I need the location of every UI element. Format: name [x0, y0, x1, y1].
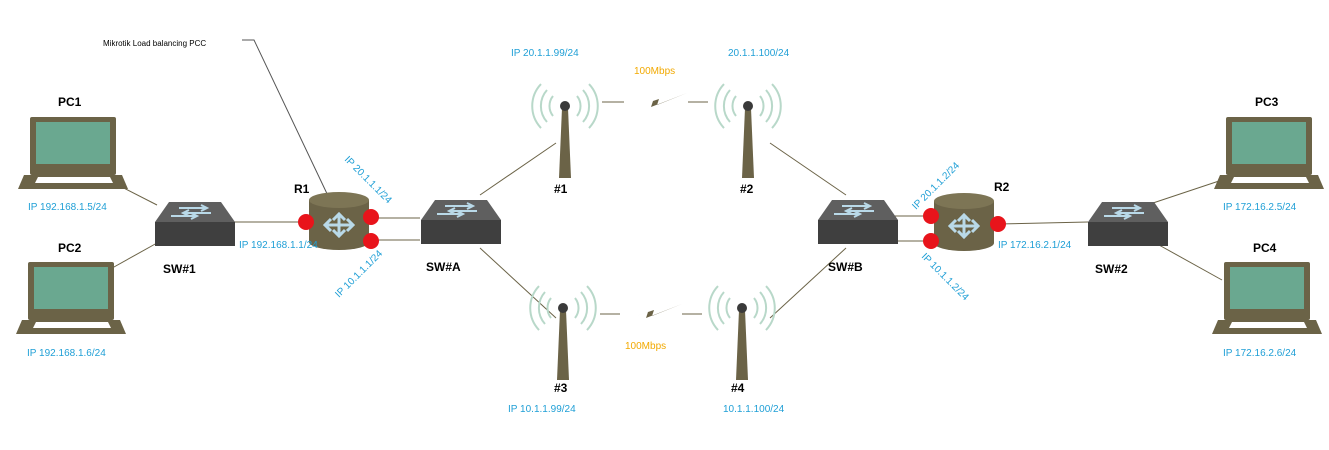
- link-sw2-pc4: [1149, 239, 1223, 281]
- link-swa-t3: [479, 247, 557, 319]
- switch-swa[interactable]: SW#A: [420, 199, 502, 274]
- r2-port-lan: [990, 216, 1006, 232]
- laptop-icon: [1212, 262, 1322, 334]
- link-sw2-pc3: [1149, 177, 1229, 205]
- laptop-icon: [18, 117, 128, 189]
- r2-label: R2: [994, 180, 1010, 194]
- switch-icon: [420, 199, 502, 245]
- tower2-ip: 20.1.1.100/24: [728, 48, 790, 59]
- lightning-bolt-icon: [623, 93, 687, 111]
- swa-label: SW#A: [426, 260, 461, 274]
- sw2-label: SW#2: [1095, 262, 1128, 276]
- annotation-leader-line: [242, 39, 331, 201]
- tower2-label: #2: [740, 182, 754, 196]
- switch-icon: [817, 199, 899, 245]
- annotation: Mikrotik Load balancing PCC: [103, 39, 331, 201]
- switch-swb[interactable]: SW#B: [817, 199, 899, 274]
- router-r1[interactable]: R1 IP 192.168.1.1/24 IP 20.1.1.1/24 IP 1…: [239, 154, 394, 300]
- pc1-label: PC1: [58, 95, 82, 109]
- antenna-tower-icon: [529, 285, 597, 381]
- pc1-ip: IP 192.168.1.5/24: [28, 202, 107, 213]
- tower-3[interactable]: #3 IP 10.1.1.99/24: [508, 285, 597, 415]
- wireless-link-bottom: 100Mbps: [618, 304, 682, 352]
- r1-port-wan1: [363, 209, 379, 225]
- pc4-ip: IP 172.16.2.6/24: [1223, 348, 1297, 359]
- r2-ip-lan: IP 172.16.2.1/24: [998, 240, 1072, 251]
- wireless-top-bandwidth: 100Mbps: [634, 66, 675, 77]
- router-icon: [307, 190, 371, 252]
- switch-sw1[interactable]: SW#1: [154, 201, 236, 276]
- r1-port-lan: [298, 214, 314, 230]
- r1-ip-lan: IP 192.168.1.1/24: [239, 240, 318, 251]
- r1-ip-wan2: IP 10.1.1.1/24: [333, 248, 385, 300]
- link-swa-t1: [479, 142, 557, 196]
- antenna-tower-icon: [531, 83, 599, 179]
- r2-ip-wan2: IP 10.1.1.2/24: [919, 251, 971, 303]
- tower-1[interactable]: #1 IP 20.1.1.99/24: [511, 48, 599, 196]
- pc2-ip: IP 192.168.1.6/24: [27, 348, 106, 359]
- tower1-ip: IP 20.1.1.99/24: [511, 48, 579, 59]
- antenna-tower-icon: [708, 285, 776, 381]
- link-r2-sw2: [997, 221, 1089, 225]
- laptop-icon: [1214, 117, 1324, 189]
- pc3-ip: IP 172.16.2.5/24: [1223, 202, 1297, 213]
- router-icon: [932, 191, 996, 253]
- tower4-ip: 10.1.1.100/24: [723, 404, 785, 415]
- tower-2[interactable]: #2 20.1.1.100/24: [714, 48, 790, 196]
- sw1-label: SW#1: [163, 262, 196, 276]
- r2-port-wan2: [923, 233, 939, 249]
- pc3-label: PC3: [1255, 95, 1279, 109]
- laptop-icon: [16, 262, 126, 334]
- swb-label: SW#B: [828, 260, 863, 274]
- tower-4[interactable]: #4 10.1.1.100/24: [708, 285, 785, 415]
- links: [104, 101, 1229, 319]
- annotation-text: Mikrotik Load balancing PCC: [103, 39, 206, 48]
- pc1[interactable]: PC1 IP 192.168.1.5/24: [18, 95, 128, 213]
- r2-port-wan1: [923, 208, 939, 224]
- pc2[interactable]: PC2 IP 192.168.1.6/24: [16, 241, 126, 359]
- r1-port-wan2: [363, 233, 379, 249]
- pc3[interactable]: PC3 IP 172.16.2.5/24: [1214, 95, 1324, 213]
- lightning-bolt-icon: [618, 304, 682, 322]
- link-t4-swb: [769, 247, 847, 319]
- switch-icon: [154, 201, 236, 247]
- switch-sw2[interactable]: SW#2: [1087, 201, 1169, 276]
- pc2-label: PC2: [58, 241, 82, 255]
- pc4[interactable]: PC4 IP 172.16.2.6/24: [1212, 241, 1322, 359]
- link-t2-swb: [769, 142, 847, 196]
- r1-label: R1: [294, 182, 310, 196]
- tower4-label: #4: [731, 381, 745, 395]
- tower3-ip: IP 10.1.1.99/24: [508, 404, 576, 415]
- antenna-tower-icon: [714, 83, 782, 179]
- switch-icon: [1087, 201, 1169, 247]
- router-r2[interactable]: R2 IP 172.16.2.1/24 IP 20.1.1.2/24 IP 10…: [910, 160, 1071, 303]
- tower1-label: #1: [554, 182, 568, 196]
- tower3-label: #3: [554, 381, 568, 395]
- wireless-link-top: 100Mbps: [623, 66, 687, 111]
- pc4-label: PC4: [1253, 241, 1277, 255]
- wireless-bottom-bandwidth: 100Mbps: [625, 341, 666, 352]
